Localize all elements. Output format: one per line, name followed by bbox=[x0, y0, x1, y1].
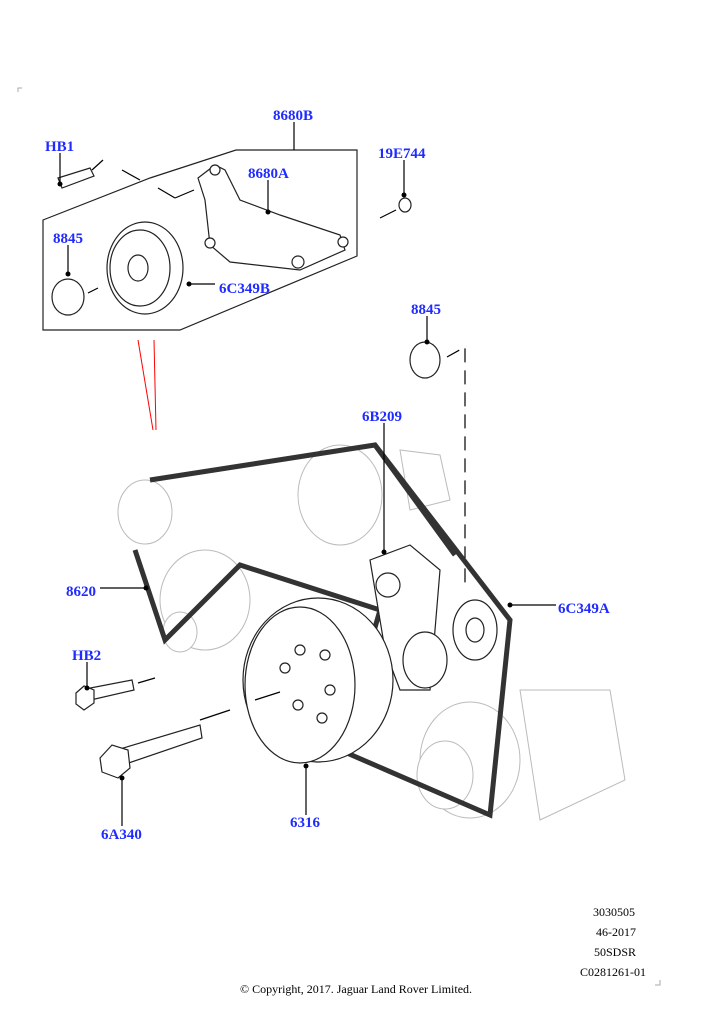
pulley-hub bbox=[127, 254, 149, 282]
spacer-19e744[interactable] bbox=[398, 197, 412, 213]
engine-mount bbox=[399, 449, 451, 511]
bracket-hole bbox=[209, 164, 221, 176]
callout-6a340[interactable]: 6A340 bbox=[101, 827, 142, 843]
alternator-pulley bbox=[162, 611, 198, 653]
callout-6316[interactable]: 6316 bbox=[290, 815, 321, 831]
leader-dot bbox=[143, 585, 149, 591]
illustration-code: 50SDSR bbox=[594, 945, 637, 959]
callout-6b209[interactable]: 6B209 bbox=[362, 409, 402, 425]
callout-8680b[interactable]: 8680B bbox=[273, 108, 313, 124]
dash-line bbox=[199, 709, 231, 721]
callout-8845-right[interactable]: 8845 bbox=[411, 302, 441, 318]
dust-cap[interactable] bbox=[409, 341, 441, 379]
water-pump-pulley bbox=[297, 444, 383, 546]
leader-dot bbox=[65, 271, 71, 277]
leader-dot bbox=[303, 763, 309, 769]
pulley-face bbox=[244, 606, 356, 764]
leader-dot bbox=[57, 181, 63, 187]
reference-line bbox=[153, 339, 157, 431]
corner-mark bbox=[17, 87, 22, 92]
tensioner-pivot bbox=[375, 572, 401, 598]
callout-19e744[interactable]: 19E744 bbox=[378, 146, 426, 162]
dash-line bbox=[121, 169, 141, 181]
bracket-hole bbox=[291, 255, 305, 269]
callout-6c349b[interactable]: 6C349B bbox=[219, 281, 270, 297]
callout-8845-top[interactable]: 8845 bbox=[53, 231, 83, 247]
callout-6c349a[interactable]: 6C349A bbox=[558, 601, 610, 617]
leader-dot bbox=[401, 192, 407, 198]
leader-dot bbox=[507, 602, 513, 608]
assembly-box bbox=[42, 149, 358, 331]
illustration-id: C0281261-01 bbox=[580, 965, 646, 979]
drive-belt-segment bbox=[372, 443, 458, 557]
dash-line bbox=[87, 287, 99, 294]
bracket-hole bbox=[337, 236, 349, 248]
leader-dot bbox=[119, 775, 125, 781]
dust-cap[interactable] bbox=[51, 278, 85, 316]
pulley-hub bbox=[465, 617, 485, 643]
reference-line bbox=[137, 339, 154, 431]
dash-line bbox=[137, 677, 156, 684]
bolt-head bbox=[75, 685, 95, 711]
dash-line bbox=[174, 189, 195, 199]
callout-hb1[interactable]: HB1 bbox=[45, 139, 74, 155]
callout-8680a[interactable]: 8680A bbox=[248, 166, 289, 182]
callout-hb2[interactable]: HB2 bbox=[72, 648, 101, 664]
leader-dot bbox=[381, 549, 387, 555]
dash-line bbox=[91, 159, 104, 171]
corner-mark bbox=[655, 980, 661, 986]
illustration-date: 46-2017 bbox=[596, 925, 636, 939]
upper-idler-pulley bbox=[117, 479, 173, 545]
bracket-hole bbox=[204, 237, 216, 249]
tensioner-pulley bbox=[402, 631, 448, 689]
leader-dot bbox=[186, 281, 192, 287]
leader-dot bbox=[424, 339, 430, 345]
dash-line bbox=[254, 691, 281, 701]
dash-line bbox=[157, 187, 176, 199]
dash-line bbox=[446, 345, 466, 590]
bolt-hb1[interactable] bbox=[57, 167, 95, 189]
copyright: © Copyright, 2017. Jaguar Land Rover Lim… bbox=[239, 982, 473, 996]
bolt-head bbox=[99, 744, 131, 779]
pulley-bolts bbox=[279, 644, 336, 724]
leader-dot bbox=[265, 209, 271, 215]
ac-clutch bbox=[416, 740, 474, 810]
callout-8620[interactable]: 8620 bbox=[66, 584, 96, 600]
leader-dot bbox=[84, 685, 90, 691]
illustration-number: 3030505 bbox=[593, 905, 635, 919]
ac-body bbox=[519, 689, 626, 821]
dash-line bbox=[379, 209, 397, 219]
